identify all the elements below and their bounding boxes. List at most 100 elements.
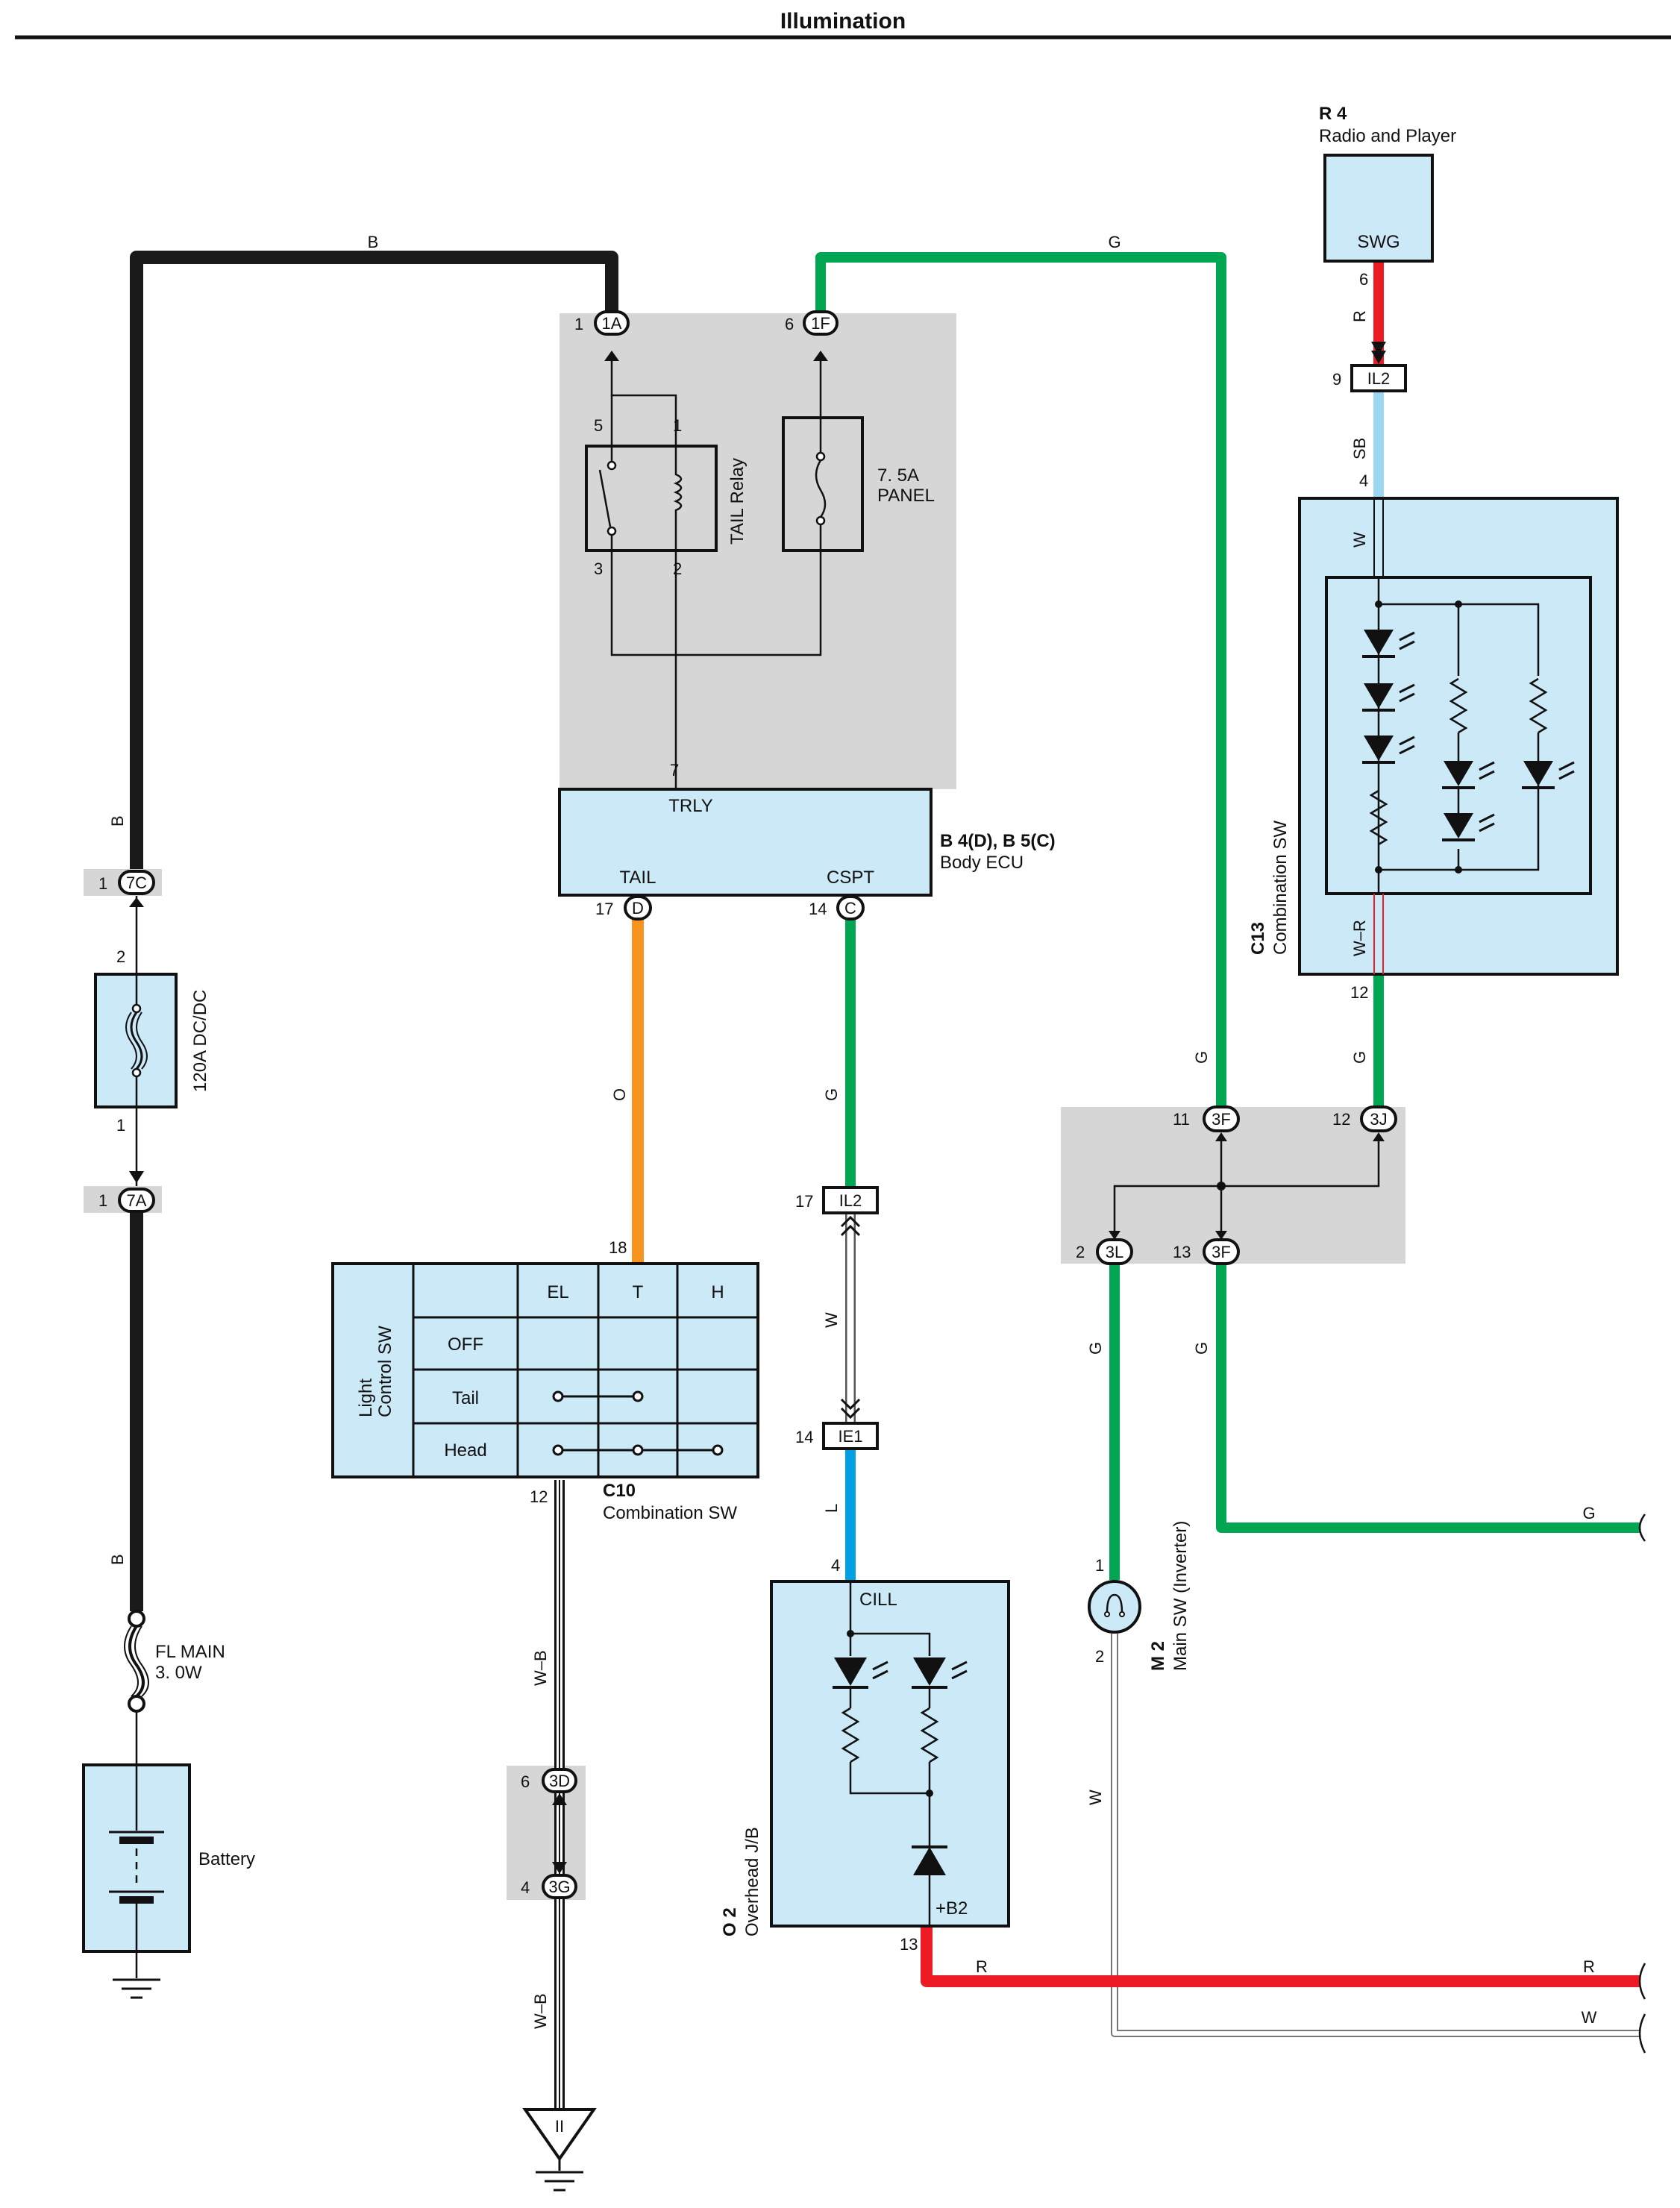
label-g-top: G [1108, 233, 1120, 251]
radio-name: Radio and Player [1319, 126, 1456, 146]
connector-3f-11: 3F [1203, 1105, 1240, 1132]
ground-c10 [522, 2108, 597, 2192]
relay-label: TAIL Relay [727, 458, 747, 545]
connector-d: D [624, 895, 652, 920]
m2-code: M 2 [1148, 1641, 1168, 1671]
c13-inner-box [1325, 576, 1592, 895]
fl-main-label: FL MAIN [155, 1642, 225, 1662]
svg-text:3J: 3J [1370, 1110, 1387, 1129]
connector-il2: IL2 [822, 1186, 879, 1214]
label-o-tail: O [610, 1088, 629, 1101]
connector-7a: 7A [118, 1188, 155, 1213]
label-g-3l: G [1086, 1342, 1105, 1355]
svg-text:IE1: IE1 [838, 1427, 862, 1446]
fuse-120a-label: 120A DC/DC [190, 990, 210, 1092]
fuse-panel-name: PANEL [877, 486, 935, 506]
connector-7c: 7C [118, 870, 155, 895]
pin-3l: 2 [1076, 1243, 1085, 1261]
svg-text:3F: 3F [1212, 1110, 1231, 1129]
pin-relay-5: 5 [594, 416, 603, 435]
pin-3j: 12 [1332, 1110, 1350, 1129]
pin-ie1: 14 [795, 1428, 813, 1446]
o2-code: O 2 [720, 1907, 740, 1936]
label-w-il2-ie1: W [822, 1312, 841, 1328]
label-b-7c: B [108, 815, 127, 827]
c10-name: Combination SW [603, 1503, 737, 1523]
wire-b-top [130, 251, 618, 869]
wire-w-m2 [1111, 1634, 1640, 2037]
connector-1a: 1A [594, 310, 630, 336]
c13-code: C13 [1248, 922, 1268, 955]
body-ecu-box [558, 788, 933, 897]
connector-3f-13: 3F [1203, 1238, 1240, 1265]
wire-w-m2-core [1112, 1634, 1640, 2036]
switch-row-off: OFF [448, 1334, 483, 1355]
m2-lamp [1088, 1580, 1141, 1634]
pin-m2-2: 2 [1095, 1647, 1104, 1666]
pin-o2-4: 4 [831, 1556, 840, 1575]
o2-box [770, 1580, 1010, 1928]
switch-row-tail: Tail [452, 1388, 479, 1408]
ecu-terminal-trly: TRLY [668, 796, 713, 816]
label-r-r4: R [1350, 310, 1369, 322]
svg-text:3L: 3L [1106, 1243, 1123, 1261]
svg-text:C: C [844, 899, 856, 918]
pin-il2-top: 9 [1332, 370, 1341, 389]
ecu-terminal-tail: TAIL [620, 868, 656, 888]
label-r-right: R [1583, 1957, 1595, 1976]
c13-name: Combination SW [1270, 821, 1291, 955]
pin-c13-12: 12 [1350, 983, 1368, 1002]
svg-text:1A: 1A [602, 314, 622, 333]
svg-text:3F: 3F [1212, 1243, 1231, 1261]
pin-fuse120-2: 2 [116, 947, 125, 966]
pin-7c: 1 [98, 874, 107, 893]
break-mark-w [1638, 2013, 1646, 2054]
pin-il2: 17 [795, 1192, 813, 1211]
connector-ie1: IE1 [822, 1422, 879, 1450]
pin-3f-13: 13 [1173, 1243, 1191, 1261]
connector-3d: 3D [542, 1768, 577, 1793]
pin-3g: 4 [521, 1878, 530, 1897]
ecu-name: Body ECU [940, 853, 1024, 873]
switch-col-t: T [633, 1282, 644, 1302]
svg-text:D: D [632, 899, 644, 918]
pin-relay-1: 1 [673, 416, 682, 435]
connector-c: C [836, 895, 865, 920]
switch-col-el: EL [547, 1282, 568, 1302]
fl-main-fuse [124, 1610, 149, 1765]
wire-r-o2 [921, 1926, 1640, 1987]
ground-battery [113, 1978, 160, 1999]
switch-row-head: Head [444, 1440, 486, 1461]
svg-text:3G: 3G [548, 1878, 570, 1896]
fuse-panel-rating: 7. 5A [877, 465, 919, 486]
junction-3f-internal [1109, 1132, 1385, 1241]
label-wr-c13: W–R [1350, 920, 1369, 956]
svg-text:1F: 1F [811, 314, 830, 333]
break-mark-g [1638, 1514, 1646, 1542]
switch-contacts [552, 1390, 724, 1456]
connector-3l: 3L [1096, 1238, 1133, 1265]
fuse-120a-symbol [125, 974, 148, 1107]
pin-trly-7: 7 [670, 761, 679, 780]
pin-o2-13: 13 [900, 1935, 918, 1954]
tail-relay-circuit [585, 358, 864, 789]
connector-3g: 3G [542, 1874, 577, 1899]
pin-d: 17 [595, 900, 613, 918]
pin-fuse120-1: 1 [116, 1116, 125, 1135]
connector-3j: 3J [1360, 1105, 1397, 1132]
battery-label: Battery [198, 1849, 255, 1869]
fl-main-rating: 3. 0W [155, 1663, 202, 1683]
label-w-right: W [1582, 2008, 1597, 2027]
pin-3d: 6 [521, 1772, 530, 1791]
svg-text:7C: 7C [126, 874, 147, 892]
label-wb-c10: W–B [531, 1650, 550, 1686]
wire-g-3f13 [1216, 1264, 1640, 1533]
switch-col-h: H [711, 1282, 724, 1302]
ground-mark: II [555, 2117, 564, 2136]
pin-c13-4: 4 [1359, 471, 1368, 490]
label-g-3f-11: G [1192, 1051, 1211, 1064]
break-mark-r [1638, 1963, 1646, 2000]
svg-text:7A: 7A [127, 1191, 147, 1210]
label-b-top: B [368, 233, 379, 251]
